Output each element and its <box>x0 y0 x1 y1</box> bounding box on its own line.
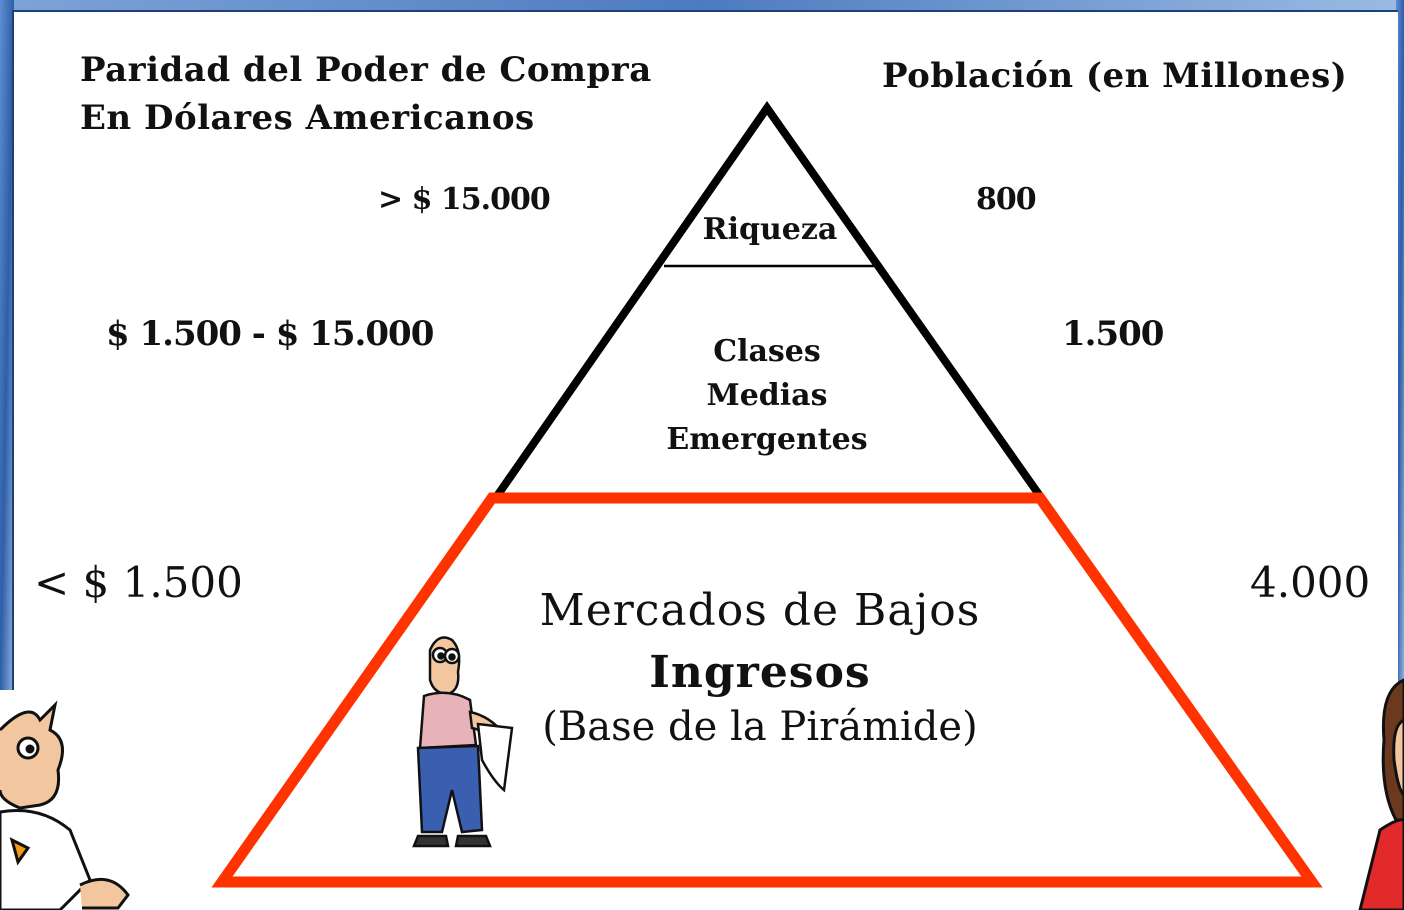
right-blue-strip <box>1396 0 1404 690</box>
cartoon-man-left-icon <box>0 700 130 910</box>
tier-label-base-line1: Mercados de Bajos <box>539 585 981 636</box>
income-middle: $ 1.500 - $ 15.000 <box>106 314 434 354</box>
tier-label-wealth: Riqueza <box>702 212 838 247</box>
tier-label-middle-line2: Medias <box>706 378 828 413</box>
income-header: Paridad del Poder de Compra En Dólares A… <box>80 46 652 142</box>
tier-label-middle: Clases Medias Emergentes <box>617 330 917 462</box>
pyramid-outline <box>493 101 1044 499</box>
income-header-line1: Paridad del Poder de Compra <box>80 50 652 90</box>
top-blue-strip <box>0 0 1404 12</box>
income-base: < $ 1.500 <box>34 558 243 607</box>
base-trapezoid <box>211 492 1323 888</box>
population-middle: 1.500 <box>1062 314 1164 354</box>
tier-label-middle-line1: Clases <box>713 334 821 369</box>
income-header-line2: En Dólares Americanos <box>80 98 535 138</box>
population-wealth: 800 <box>976 182 1037 217</box>
income-wealth: > $ 15.000 <box>378 182 551 217</box>
tier-label-base-line2: Ingresos <box>649 647 871 698</box>
cartoon-man-center-icon <box>412 636 514 848</box>
population-header: Población (en Millones) <box>882 56 1348 96</box>
cartoon-woman-right-icon <box>1358 678 1404 910</box>
population-base: 4.000 <box>1250 558 1371 607</box>
left-blue-strip <box>0 0 14 690</box>
tier-label-base: Mercados de Bajos Ingresos (Base de la P… <box>500 580 1020 750</box>
tier-label-base-line3: (Base de la Pirámide) <box>542 704 978 750</box>
tier-label-middle-line3: Emergentes <box>666 422 868 457</box>
